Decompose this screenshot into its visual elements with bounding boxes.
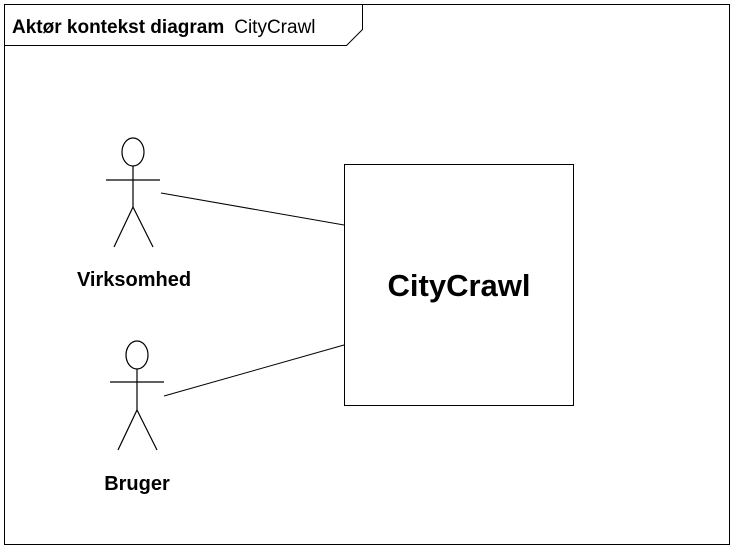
actor-label-bruger: Bruger: [104, 473, 170, 495]
actor-label-virksomhed: Virksomhed: [77, 269, 191, 291]
actor-head: [121, 137, 145, 167]
association-virksomhed-system: [160, 192, 345, 226]
system-label: CityCrawl: [388, 268, 531, 303]
frame-title-normal: CityCrawl: [234, 17, 315, 38]
actor-left-leg: [113, 206, 134, 248]
frame-title-tab: [4, 4, 363, 46]
frame-title-bold: Aktør kontekst diagram: [12, 17, 224, 38]
actor-bruger: [110, 340, 164, 451]
frame-title: Aktør kontekst diagram CityCrawl: [12, 17, 316, 38]
diagram-frame: [4, 4, 730, 545]
system-box: [344, 164, 574, 406]
actor-right-leg: [136, 409, 158, 451]
actor-right-leg: [132, 206, 154, 248]
actor-virksomhed: [106, 137, 160, 248]
actor-left-leg: [117, 409, 138, 451]
association-bruger-system: [163, 344, 345, 397]
actor-head: [125, 340, 149, 370]
